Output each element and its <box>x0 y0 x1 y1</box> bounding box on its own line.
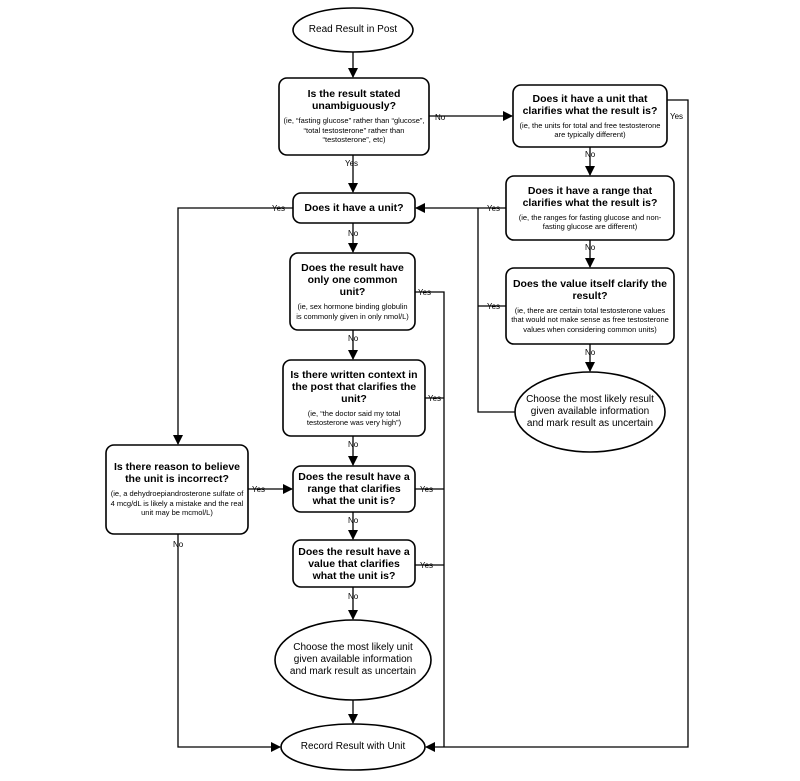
clar-unit-node-note: (ie, the units for total and free testos… <box>519 120 661 140</box>
range-unit-node-title: Does the result have a range that clarif… <box>298 471 410 507</box>
value-unit-node: Does the result have a value that clarif… <box>293 540 415 587</box>
clar-value-node-title: Does the value itself clarify the result… <box>512 277 668 302</box>
clar-range-node: Does it have a range that clarifies what… <box>506 176 674 240</box>
label-context-no: No <box>348 440 359 449</box>
context-node-title: Is there written context in the post tha… <box>290 368 418 405</box>
has-unit-node: Does it have a unit? <box>293 193 415 223</box>
start-node-text: Read Result in Post <box>308 24 398 35</box>
record-node-text: Record Result with Unit <box>300 741 406 752</box>
has-unit-node-title: Does it have a unit? <box>304 202 404 214</box>
clar-value-node: Does the value itself clarify the result… <box>506 268 674 344</box>
edge-incorrect-no <box>177 534 281 752</box>
label-has-unit-yes: Yes <box>272 204 285 213</box>
stated-node-title: Is the result stated unambiguously? <box>307 88 401 113</box>
label-incorrect-no: No <box>173 540 184 549</box>
label-value-unit-yes: Yes <box>420 561 433 570</box>
label-context-yes: Yes <box>428 394 441 403</box>
edge-clar-unit-yes <box>425 99 689 752</box>
choose-unit-node: Choose the most likely unit given availa… <box>283 630 423 690</box>
value-unit-node-shape <box>292 539 416 588</box>
label-one-unit-yes: Yes <box>418 288 431 297</box>
stated-node: Is the result stated unambiguously? (ie,… <box>279 78 429 155</box>
one-unit-node-note: (ie, sex hormone binding globulin is com… <box>296 302 409 321</box>
range-unit-node: Does the result have a range that clarif… <box>293 466 415 512</box>
label-stated-yes: Yes <box>345 159 358 168</box>
label-clar-unit-yes: Yes <box>670 112 683 121</box>
choose-unit-node-text: Choose the most likely unit given availa… <box>289 642 417 677</box>
label-one-unit-no: No <box>348 334 359 343</box>
edge-choose-result-back <box>477 208 515 413</box>
clar-unit-node: Does it have a unit that clarifies what … <box>513 85 667 147</box>
choose-result-node-text: Choose the most likely result given avai… <box>526 394 654 429</box>
label-clar-range-yes: Yes <box>487 204 500 213</box>
one-unit-node: Does the result have only one common uni… <box>290 253 415 330</box>
incorrect-node-note: (ie, a dehydroepiandrosterone sulfate of… <box>110 489 244 518</box>
label-incorrect-yes: Yes <box>252 485 265 494</box>
label-range-unit-yes: Yes <box>420 485 433 494</box>
label-value-unit-no: No <box>348 592 359 601</box>
start-node: Read Result in Post <box>293 8 413 52</box>
label-stated-no: No <box>435 113 446 122</box>
clar-range-node-note: (ie, the ranges for fasting glucose and … <box>518 212 662 232</box>
edge-has-unit-yes <box>173 207 293 445</box>
clar-unit-node-title: Does it have a unit that clarifies what … <box>522 92 658 117</box>
one-unit-node-title: Does the result have only one common uni… <box>301 262 404 298</box>
stated-node-note: (ie, “fasting glucose” rather than “gluc… <box>283 116 425 145</box>
incorrect-node: Is there reason to believe the unit is i… <box>106 445 248 534</box>
label-clar-range-no: No <box>585 243 596 252</box>
edge-one-unit-yes <box>415 291 445 747</box>
clar-range-node-title: Does it have a range that clarifies what… <box>522 184 658 209</box>
choose-result-node: Choose the most likely result given avai… <box>522 382 658 442</box>
label-clar-unit-no: No <box>585 150 596 159</box>
clar-value-node-note: (ie, there are certain total testosteron… <box>511 305 669 334</box>
incorrect-node-title: Is there reason to believe the unit is i… <box>113 461 241 486</box>
record-node: Record Result with Unit <box>281 724 425 770</box>
context-node-note: (ie, “the doctor said my total testoster… <box>306 408 402 428</box>
label-range-unit-no: No <box>348 516 359 525</box>
context-node: Is there written context in the post tha… <box>283 360 425 436</box>
label-has-unit-no: No <box>348 229 359 238</box>
value-unit-node-title: Does the result have a value that clarif… <box>298 545 410 582</box>
label-clar-value-no: No <box>585 348 596 357</box>
label-clar-value-yes: Yes <box>487 302 500 311</box>
